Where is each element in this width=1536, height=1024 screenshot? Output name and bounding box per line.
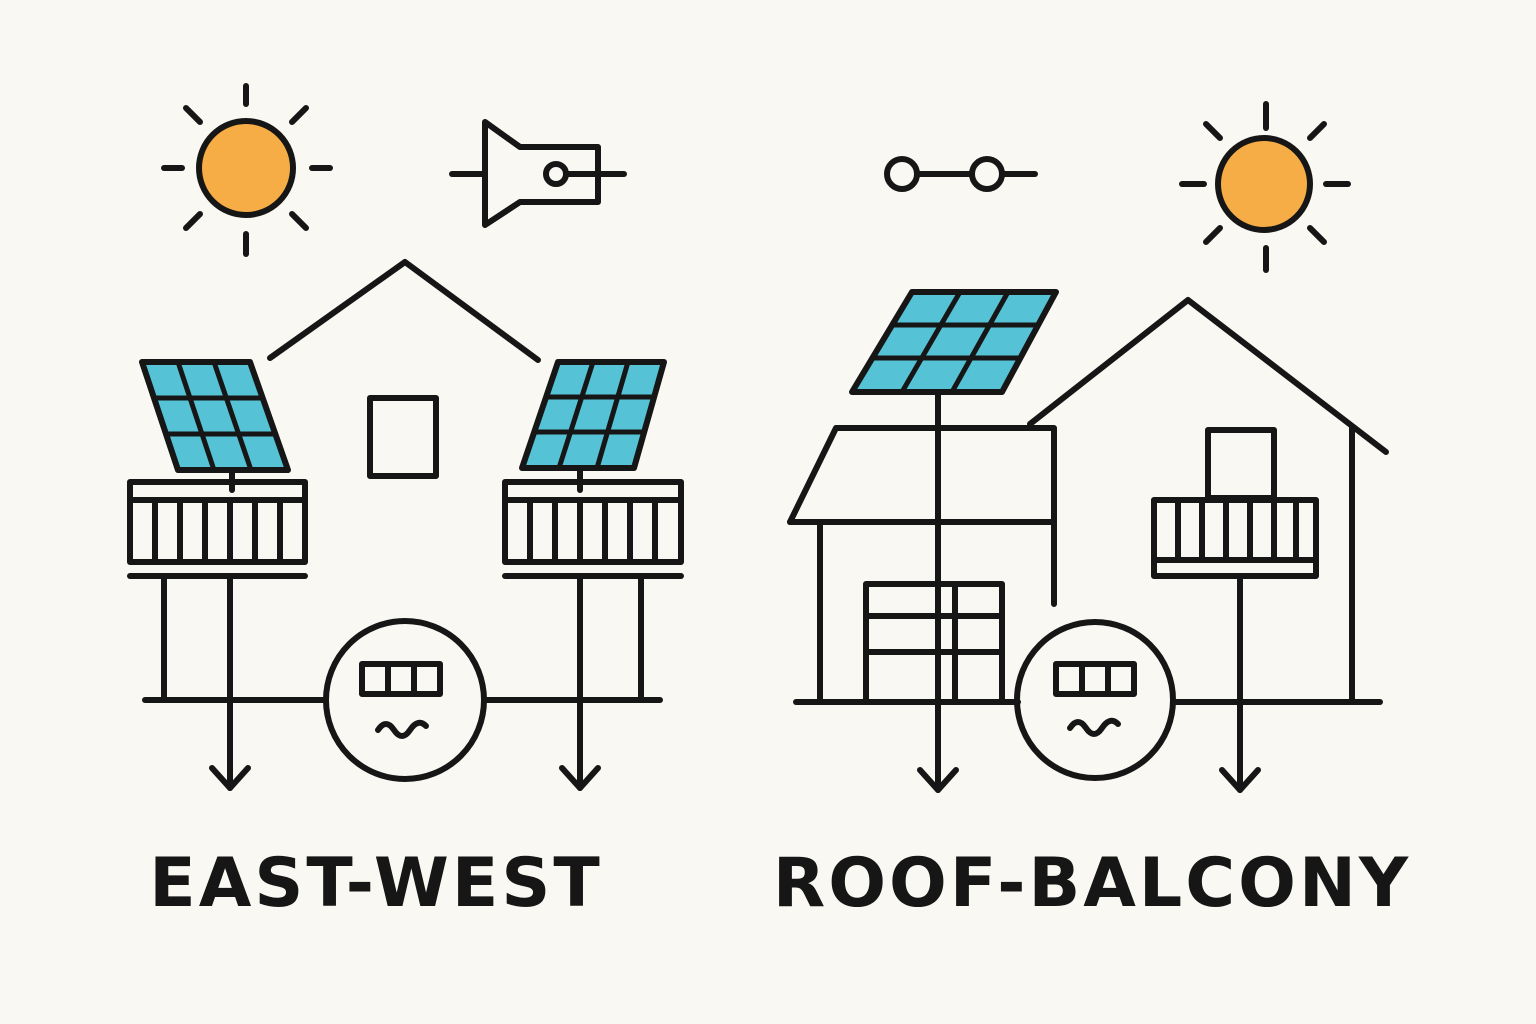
power-arrow-roof xyxy=(917,389,959,793)
house-body xyxy=(267,259,541,479)
switch-icon xyxy=(884,156,1038,192)
caption-roof-balcony: ROOF-BALCONY xyxy=(773,844,1411,923)
inverter-icon xyxy=(449,119,627,228)
panel-roof-balcony: ROOF-BALCONY xyxy=(773,101,1411,923)
balcony-right xyxy=(1151,497,1319,579)
sun-icon xyxy=(1179,101,1351,273)
house-annex xyxy=(787,425,1057,705)
balcony-west xyxy=(127,479,308,703)
solar-panel-east xyxy=(519,359,667,493)
solar-panel-roof xyxy=(849,289,1059,395)
meter-icon xyxy=(323,618,487,782)
solar-panel-west xyxy=(139,359,291,493)
balcony-east xyxy=(502,479,684,703)
meter-icon xyxy=(1014,619,1176,781)
caption-east-west: EAST-WEST xyxy=(149,844,602,923)
power-arrow-west xyxy=(209,573,251,791)
power-arrow-east xyxy=(559,573,601,791)
power-arrow-balcony xyxy=(1219,573,1261,793)
sun-icon xyxy=(161,83,333,257)
panel-east-west: EAST-WEST xyxy=(127,83,684,923)
